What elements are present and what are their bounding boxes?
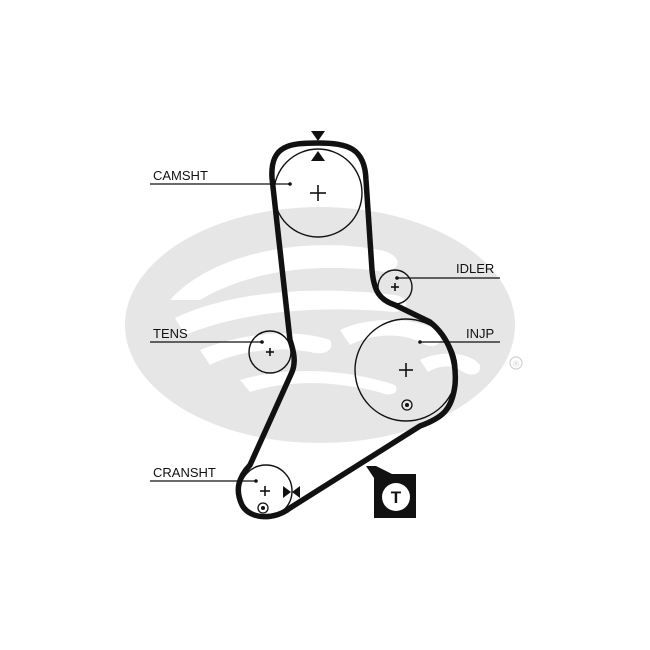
crankshaft-timing-mark (283, 486, 300, 498)
registered-mark: ® (509, 356, 523, 370)
label-camshaft: CAMSHT (153, 168, 208, 183)
label-tensioner: TENS (153, 326, 188, 341)
tensioner-center-mark (266, 348, 274, 356)
tensioner-symbol: T (366, 466, 416, 518)
leader-tensioner (150, 340, 264, 344)
camshaft-timing-mark (311, 131, 325, 161)
leader-crankshaft (150, 479, 258, 483)
idler-center-mark (391, 283, 399, 291)
camshaft-center-mark (310, 185, 326, 201)
label-injection-pump: INJP (466, 326, 494, 341)
tensioner-symbol-letter: T (391, 488, 402, 507)
label-crankshaft: CRANSHT (153, 465, 216, 480)
injection-pump-timing-dot (401, 399, 413, 411)
svg-text:®: ® (513, 360, 519, 369)
gates-watermark-logo: ® (125, 207, 523, 443)
label-idler: IDLER (456, 261, 494, 276)
leader-camshaft (150, 182, 292, 186)
crankshaft-timing-dot (257, 502, 269, 514)
timing-belt (235, 140, 459, 520)
leader-injection-pump (418, 340, 500, 344)
injection-pump-center-mark (399, 363, 413, 377)
crankshaft-center-mark (260, 486, 270, 496)
leader-idler (395, 276, 500, 280)
